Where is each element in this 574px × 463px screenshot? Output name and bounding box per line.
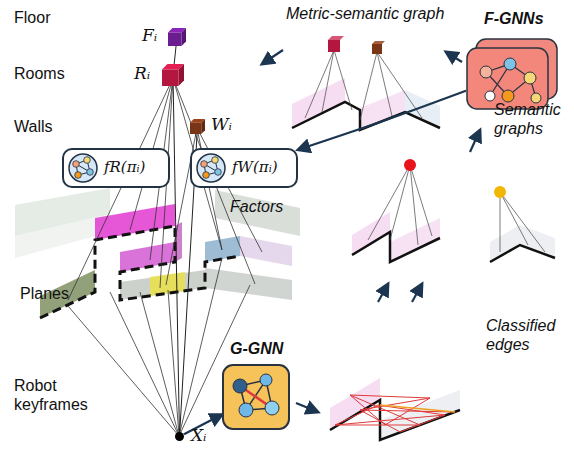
metric-semantic-illustration (292, 36, 440, 130)
flow-arrows (262, 50, 480, 412)
layer-label: Planes (20, 284, 100, 303)
room-node: Rᵢ (162, 64, 184, 86)
layer-label: Robot keyframes (14, 376, 96, 414)
connector (298, 91, 466, 150)
node-label: Rᵢ (134, 63, 150, 83)
stage-caption: Factors (230, 197, 300, 216)
stage-caption: Classified edges (486, 316, 564, 354)
floor-node: Fᵢ (168, 28, 186, 46)
stage-caption: Semantic graphs (494, 100, 570, 138)
cube-symbol (168, 28, 186, 46)
layer-label: Floor (14, 8, 94, 27)
node-label: Fᵢ (142, 25, 157, 45)
wall-node: Wᵢ (190, 119, 205, 134)
layer-label: Walls (14, 117, 94, 136)
plane-cloud (15, 188, 300, 318)
keyframe-node: Xᵢ (175, 432, 184, 441)
node-label: Wᵢ (211, 114, 232, 134)
factor-box: fR(πᵢ) (62, 148, 170, 188)
gnn-stack-shape (466, 38, 558, 110)
f-gnn-box: F-GNNs (466, 38, 558, 110)
factor-box: fW(πᵢ) (190, 148, 298, 188)
stage-caption: Metric-semantic graph (286, 4, 466, 23)
node-label: F-GNNs (484, 10, 544, 28)
node-label: Xᵢ (191, 425, 207, 445)
semantic-graph-illustration (352, 159, 555, 262)
gnn-icon (195, 152, 227, 184)
cube-symbol (190, 119, 205, 134)
node-label: fR(πᵢ) (104, 158, 145, 176)
connector (174, 46, 176, 64)
g-gnn-box: G-GNN (222, 364, 290, 430)
node-label: fW(πᵢ) (232, 158, 278, 176)
classified-edges-illustration (330, 378, 460, 440)
connector (173, 86, 179, 432)
node-label: G-GNN (230, 340, 283, 358)
layer-label: Rooms (14, 64, 94, 83)
cube-symbol (162, 64, 184, 86)
gnn-box-shape (222, 364, 290, 430)
gnn-icon (67, 152, 99, 184)
